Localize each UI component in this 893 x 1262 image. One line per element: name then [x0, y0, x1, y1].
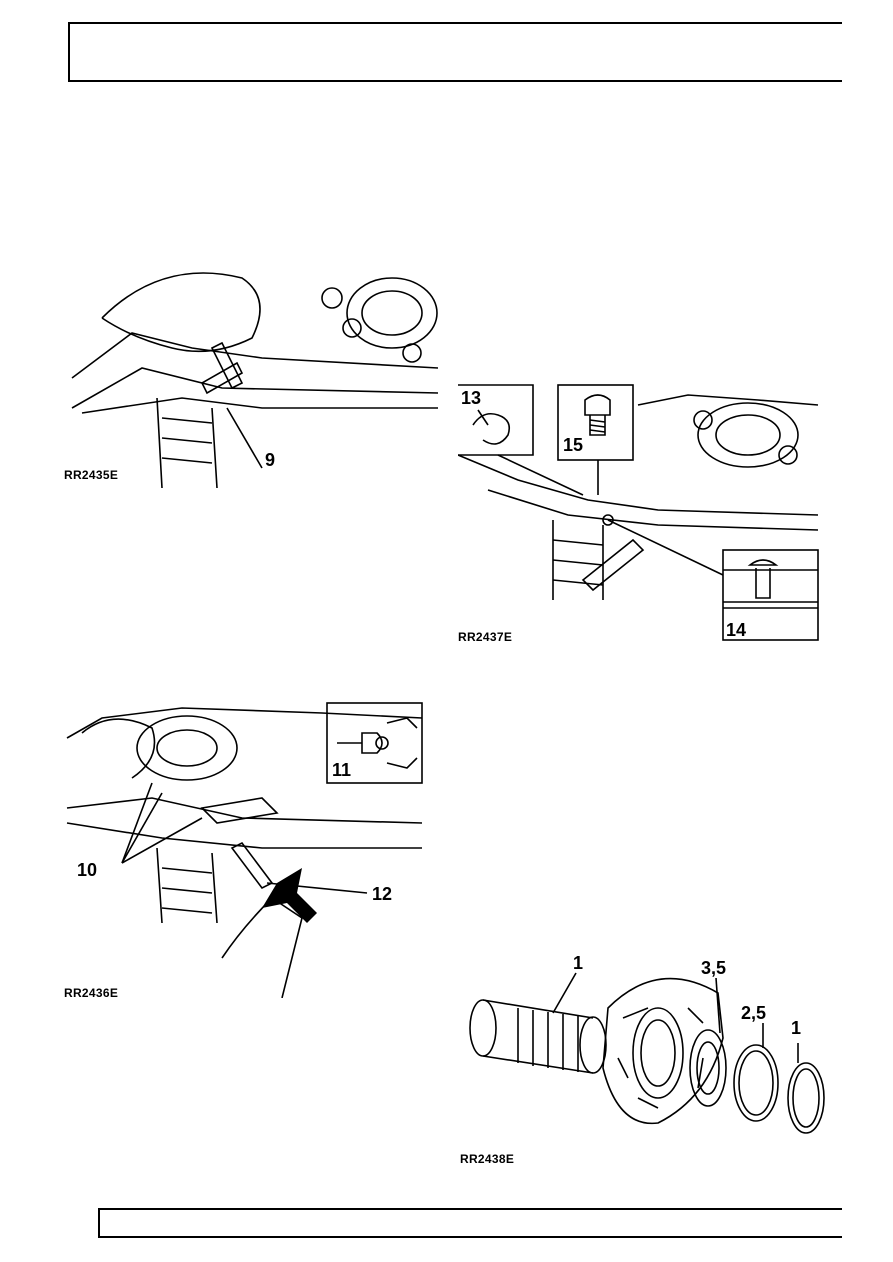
callout-1-shaft: 1	[573, 953, 584, 973]
figure-code: RR2435E	[64, 468, 119, 482]
callout-3-5: 3,5	[701, 958, 727, 978]
page-footer-box	[98, 1208, 842, 1238]
callout-12: 12	[372, 884, 393, 904]
illustration-transfer-box-10-11-12	[66, 702, 423, 998]
callout-14: 14	[726, 620, 747, 640]
figure-rr2436e: 10 11 12 RR2436E	[62, 698, 438, 1000]
page-header-box	[68, 22, 842, 82]
callout-9: 9	[265, 450, 276, 470]
figure-rr2437e: 13 15 14 RR2437E	[458, 380, 828, 650]
callout-10: 10	[77, 860, 98, 880]
figure-rr2435e: 9 RR2435E	[62, 258, 438, 488]
callout-13: 13	[461, 388, 482, 408]
callout-11: 11	[332, 760, 352, 780]
illustration-transfer-box-9	[71, 272, 438, 488]
figure-code: RR2438E	[460, 1152, 515, 1166]
illustration-transfer-box-13-14-15	[458, 384, 819, 641]
callout-1-circlip: 1	[791, 1018, 802, 1038]
figure-code: RR2436E	[64, 986, 119, 1000]
illustration-shaft-exploded-view	[469, 972, 825, 1134]
figure-rr2438e: 1 3,5 2,5 1 RR2438E	[458, 948, 828, 1170]
callout-2-5: 2,5	[741, 1003, 767, 1023]
callout-15: 15	[563, 435, 584, 455]
figure-code: RR2437E	[458, 630, 513, 644]
